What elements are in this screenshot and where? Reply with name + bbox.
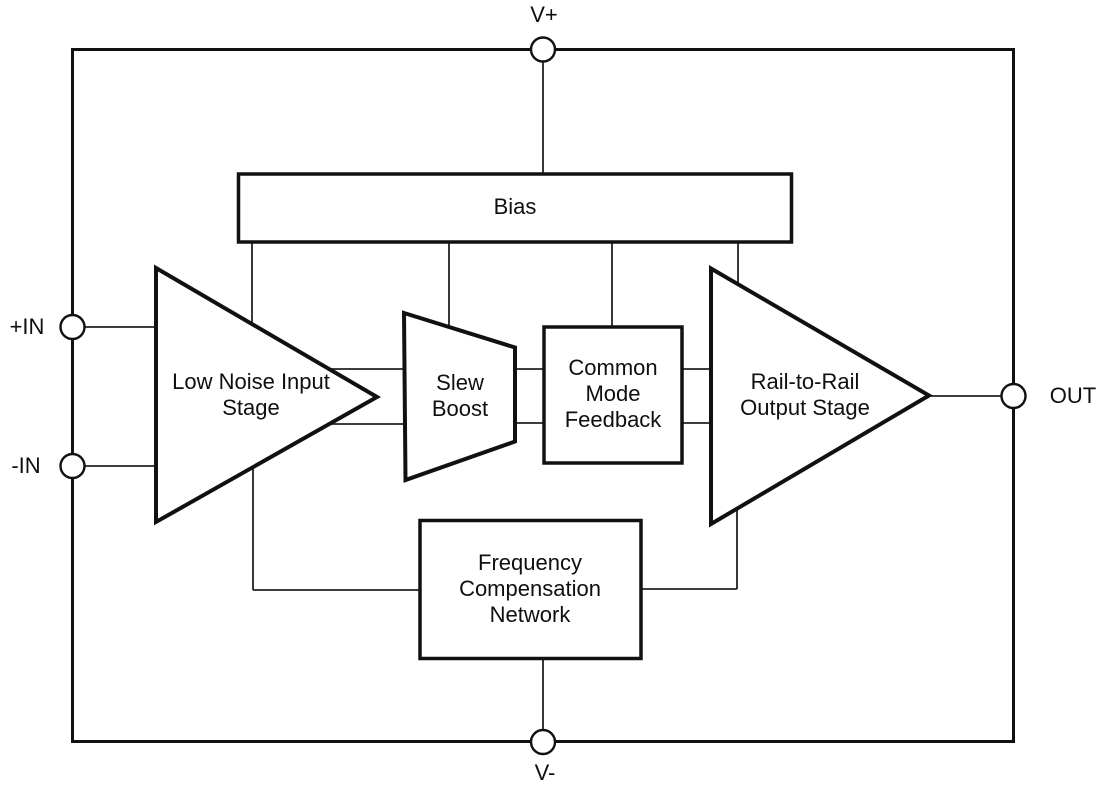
output-stage-label: Rail-to-Rail Output Stage: [740, 369, 870, 420]
in-negative-terminal-label: -IN: [11, 453, 41, 479]
input-stage-label: Low Noise Input Stage: [172, 369, 330, 420]
bias-block-label: Bias: [493, 194, 537, 220]
slew-boost-label: Slew Boost: [431, 370, 489, 421]
in-positive-terminal-pin: [59, 313, 86, 341]
frequency-compensation-label: Frequency Compensation Network: [459, 550, 601, 627]
in-negative-terminal-pin: [59, 452, 86, 480]
slew-boost-trapezoid: [401, 310, 517, 483]
input-stage-triangle: [154, 264, 382, 526]
bias-block-shape: [236, 172, 794, 244]
common-mode-feedback-box: [542, 325, 684, 465]
in-positive-terminal-label: +IN: [9, 314, 45, 340]
vminus-terminal-label: V-: [534, 760, 556, 786]
output-stage-triangle: [709, 265, 933, 528]
vplus-terminal-pin: [529, 36, 557, 63]
vminus-terminal-pin: [529, 728, 557, 756]
out-terminal-label: OUT: [1049, 383, 1097, 409]
frequency-compensation-box: [418, 518, 643, 661]
vplus-terminal-label: V+: [530, 2, 558, 28]
out-terminal-pin: [1000, 382, 1027, 410]
wires: [83, 61, 1004, 731]
common-mode-feedback-label: Common Mode Feedback: [564, 355, 662, 432]
